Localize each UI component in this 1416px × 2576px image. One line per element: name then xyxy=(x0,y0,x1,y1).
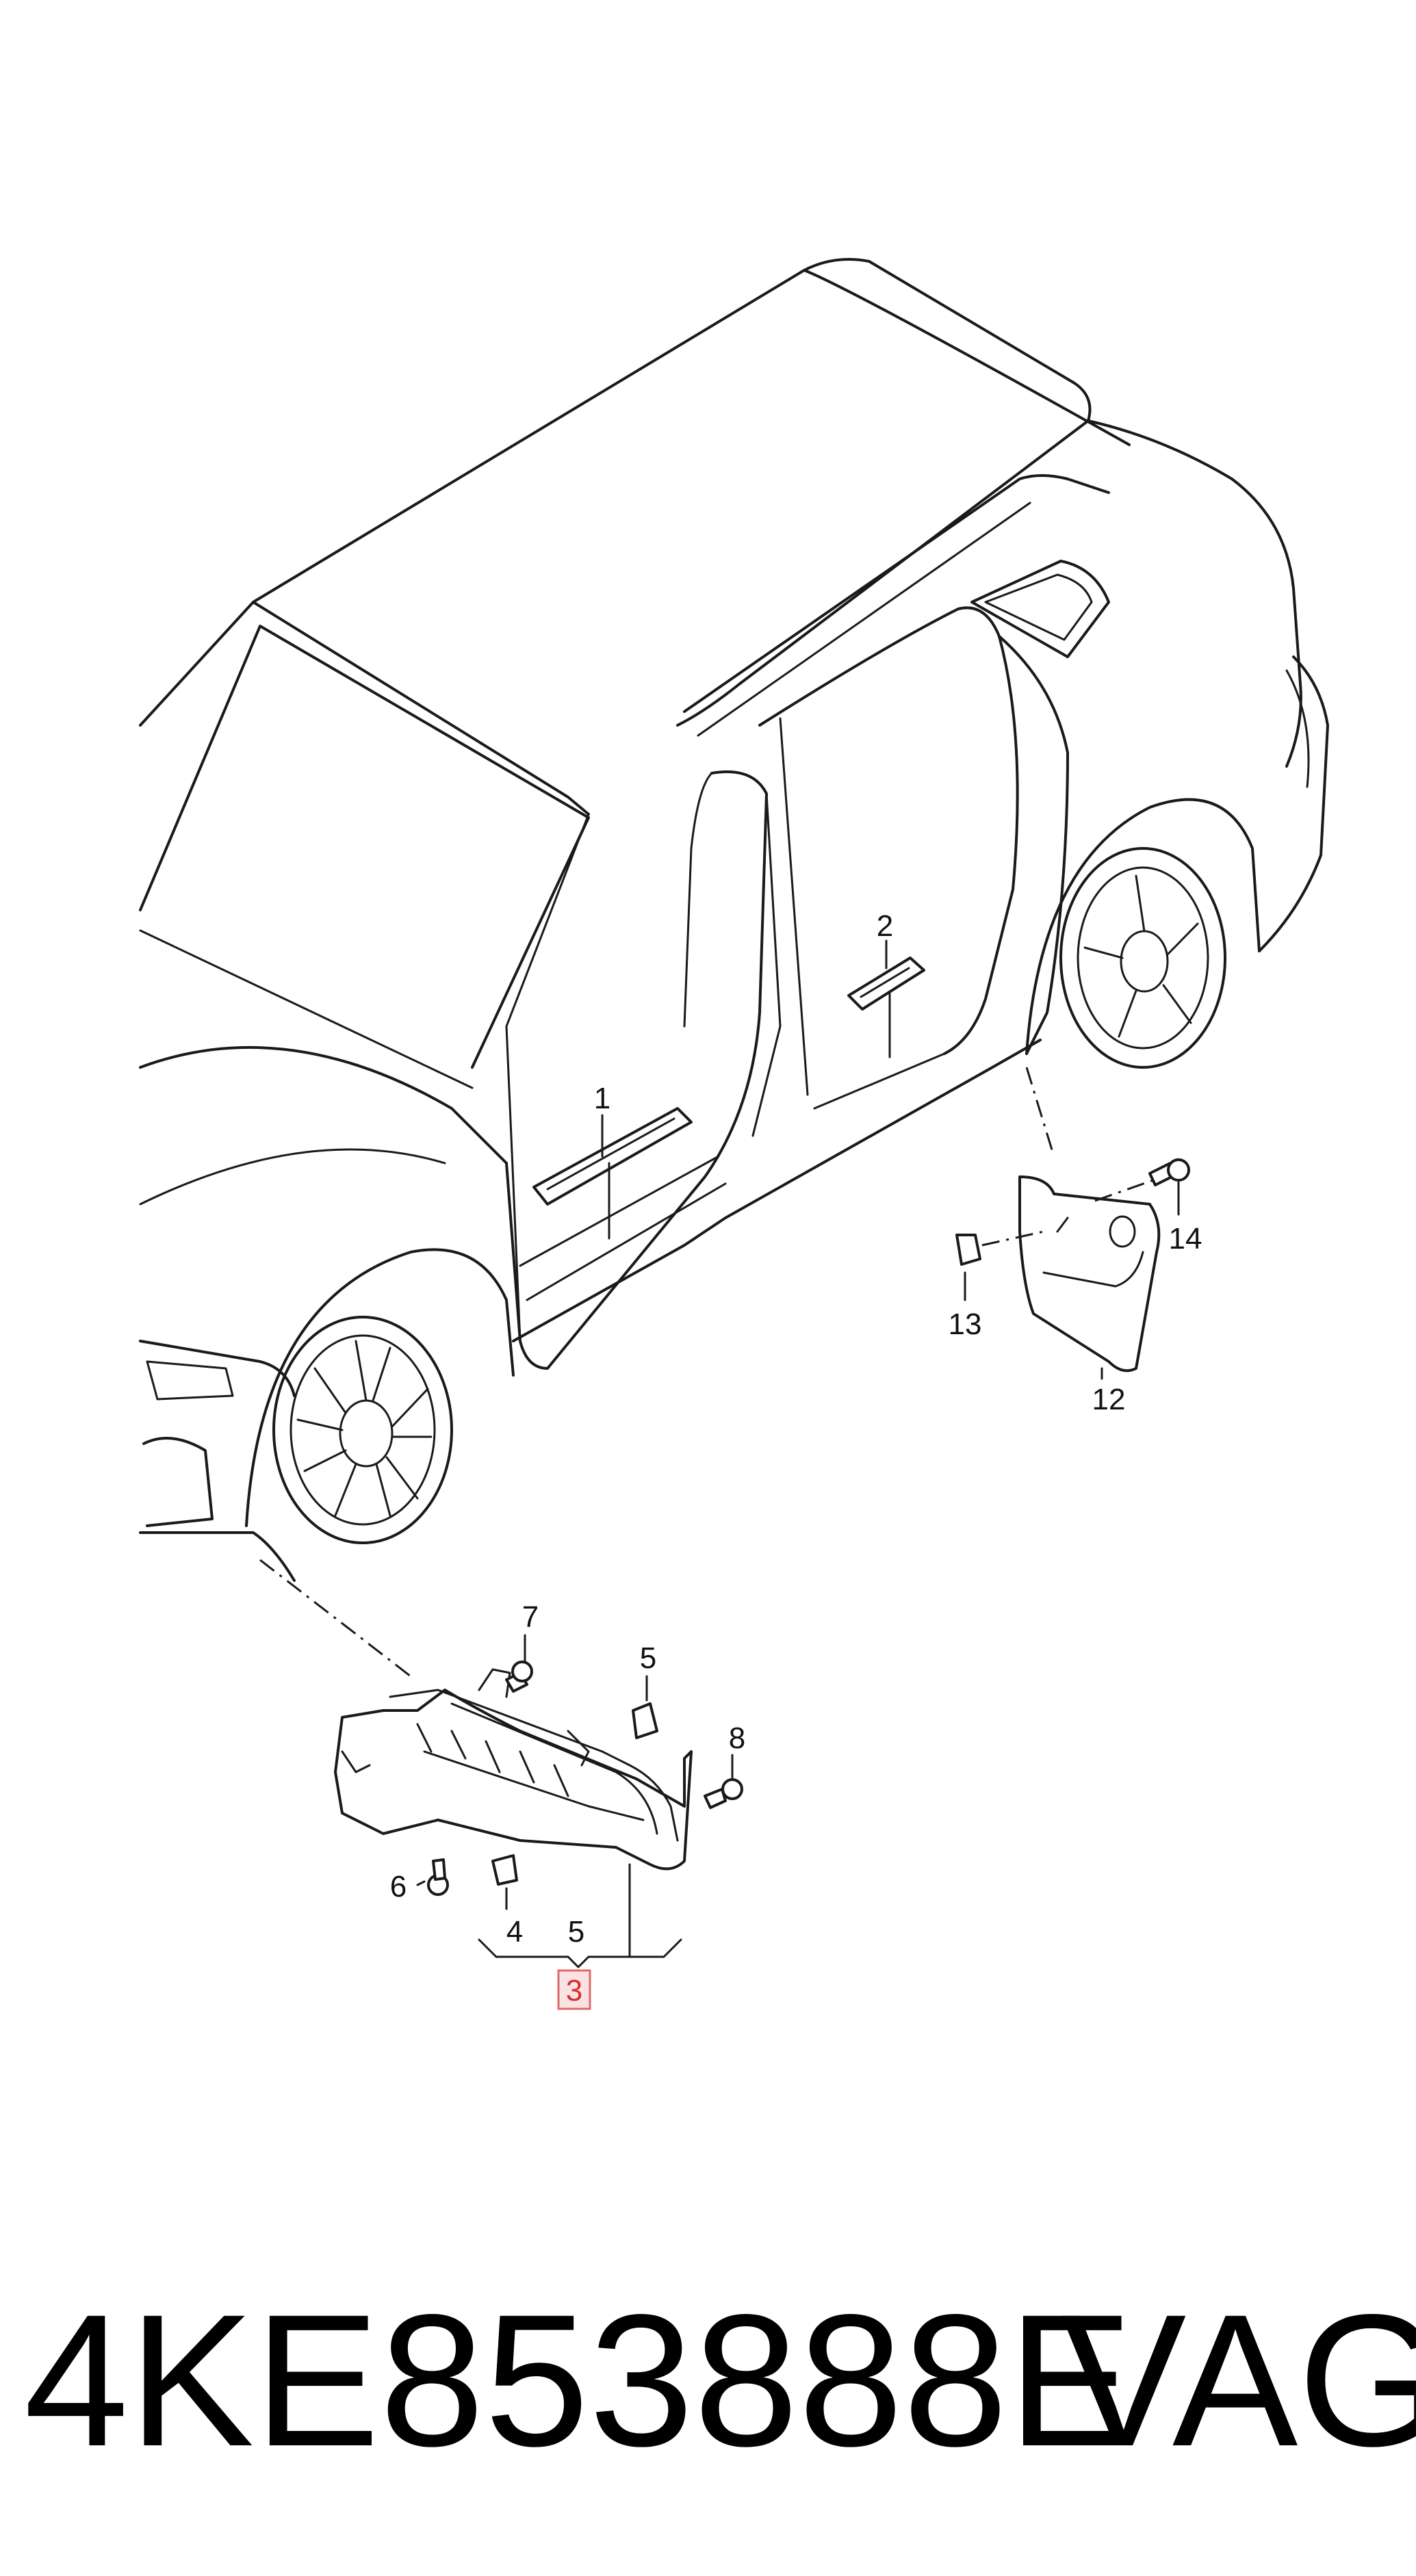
callout-6: 6 xyxy=(390,1870,407,1903)
callout-3: 3 xyxy=(566,1974,582,2007)
callout-5: 5 xyxy=(640,1641,656,1675)
mudflap-assembly xyxy=(955,1067,1190,1380)
wheel-housing-liner xyxy=(259,1559,743,1968)
callout-14: 14 xyxy=(1169,1222,1202,1256)
callout-labels: 1 2 3 4 5 5 6 7 8 12 13 14 xyxy=(390,909,1202,2010)
callout-2: 2 xyxy=(877,909,893,943)
callout-5-bracket: 5 xyxy=(568,1915,584,1949)
vehicle-outline xyxy=(139,257,1329,1582)
callout-4: 4 xyxy=(506,1915,523,1949)
part-number: 4KE853888E xyxy=(24,2276,1133,2486)
brand-label: VAG xyxy=(1061,2276,1416,2486)
sill-trim-front xyxy=(532,1107,693,1240)
callout-8: 8 xyxy=(729,1721,745,1755)
callout-7: 7 xyxy=(522,1600,539,1634)
callout-1: 1 xyxy=(594,1082,610,1115)
sill-trim-rear xyxy=(847,939,925,1058)
callout-3-highlight xyxy=(557,1969,591,2010)
callout-13: 13 xyxy=(949,1307,982,1341)
callout-12: 12 xyxy=(1092,1383,1126,1416)
